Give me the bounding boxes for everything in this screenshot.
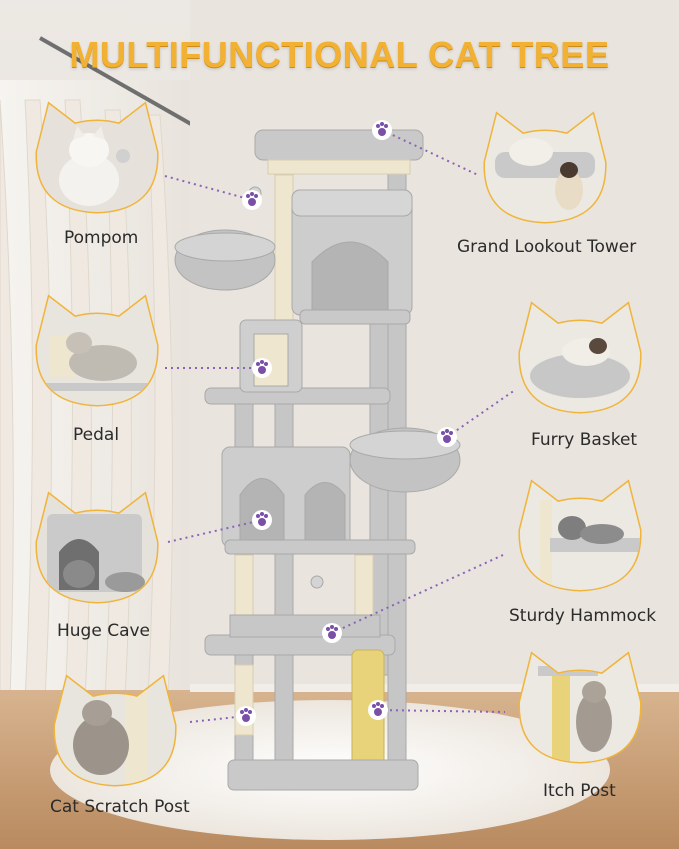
baseboard: [190, 684, 679, 692]
paw-icon: [372, 120, 392, 140]
connector-line: [167, 519, 263, 543]
paw-icon: [236, 706, 256, 726]
feature-label-cave: Huge Cave: [57, 621, 151, 641]
bubble-basket: [518, 301, 642, 414]
bubble-hammock: [518, 479, 642, 592]
paw-icon: [368, 700, 388, 720]
pompom-ball: [310, 575, 324, 589]
connector-line: [377, 709, 506, 713]
bubble-pedal: [35, 294, 159, 407]
cat-tree: [174, 129, 461, 791]
connector-line: [164, 175, 253, 201]
bubble-itch: [518, 651, 642, 764]
feature-label-pompom: Pompom: [64, 228, 139, 248]
bubble-pompom: [35, 101, 159, 214]
bubble-cave: [35, 491, 159, 604]
paw-icon: [322, 623, 342, 643]
feature-label-hammock: Sturdy Hammock: [509, 606, 657, 626]
bubble-lookout: [483, 111, 607, 224]
platform: [224, 539, 416, 555]
paw-icon: [242, 190, 262, 210]
connector-line: [331, 554, 504, 634]
feature-label-itch: Itch Post: [543, 781, 616, 801]
base: [227, 759, 419, 791]
bubble-scratch: [53, 674, 177, 787]
paw-icon: [252, 358, 272, 378]
feature-label-pedal: Pedal: [73, 425, 120, 445]
feature-label-lookout: Grand Lookout Tower: [457, 237, 637, 257]
paw-icon: [437, 427, 457, 447]
connector-line: [381, 129, 479, 176]
feature-label-basket: Furry Basket: [531, 430, 638, 450]
curtain-rod: [39, 36, 206, 134]
feature-label-scratch: Cat Scratch Post: [50, 797, 190, 817]
curtain: [0, 99, 173, 701]
page-title: MULTIFUNCTIONAL CAT TREE: [69, 34, 610, 75]
platform: [299, 309, 411, 325]
paw-icon: [252, 510, 272, 530]
connector-line: [446, 389, 516, 438]
